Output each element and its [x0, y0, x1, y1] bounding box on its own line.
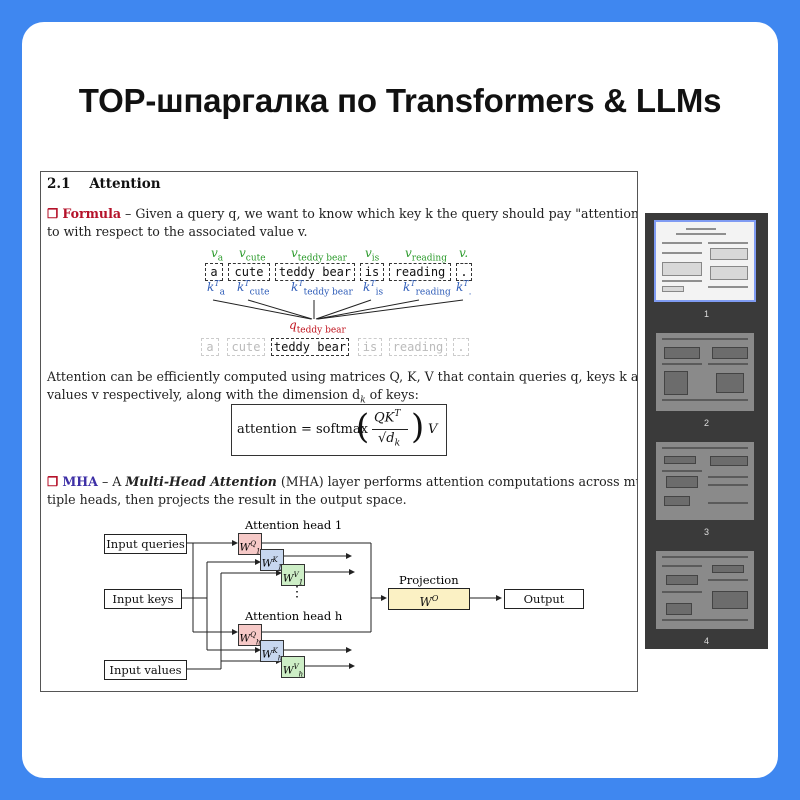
heads-ellipsis: ⋮	[290, 584, 304, 600]
input-values-box: Input values	[104, 660, 187, 680]
key-label: kTis	[363, 279, 384, 298]
token-box: a	[205, 263, 223, 281]
thumbnail-page-3[interactable]	[656, 442, 754, 520]
wq-head-h: WQh	[238, 624, 262, 647]
attention-paragraph: Attention can be efficiently computed us…	[47, 369, 638, 406]
query-token-box: cute	[227, 338, 265, 356]
section-number: 2.1	[47, 176, 71, 192]
token-box: cute	[228, 263, 270, 281]
attention-lines	[212, 299, 464, 320]
projection-label: Projection	[399, 573, 459, 587]
thumbnail-pane[interactable]: 1 2 3 4	[645, 213, 768, 649]
formula-text-line1: – Given a query q, we want to know which…	[121, 206, 638, 221]
thumbnail-page-2[interactable]	[656, 333, 754, 411]
key-label: kT.	[456, 279, 472, 298]
fraction-bar	[372, 429, 408, 430]
thumbnail-number: 4	[703, 636, 709, 646]
page-headline: TOP-шпаргалка по Transformers & LLMs	[78, 82, 722, 119]
token-box: reading	[389, 263, 451, 281]
wk-head-h: WKh	[260, 640, 284, 663]
attention-head-h-label: Attention head h	[245, 609, 343, 623]
output-box: Output	[504, 589, 584, 609]
section-heading: 2.1 Attention	[47, 176, 161, 192]
document-page: 2.1 Attention ❐ Formula – Given a query …	[40, 171, 638, 692]
query-token-box: teddy bear	[271, 338, 349, 356]
key-label: kTreading	[403, 279, 451, 298]
attention-head-1-label: Attention head 1	[245, 518, 343, 532]
wk-head-1: WK1	[260, 549, 284, 572]
key-label: kTcute	[237, 279, 270, 298]
thumbnail-page-4[interactable]	[656, 551, 754, 629]
thumbnail-number: 3	[703, 527, 709, 537]
value-label: vcute	[239, 246, 266, 264]
value-label: vis	[365, 246, 380, 264]
formula-paragraph: ❐ Formula – Given a query q, we want to …	[47, 205, 638, 241]
projection-box: WO	[388, 588, 470, 610]
value-label: v.	[459, 246, 469, 260]
wv-head-h: WVh	[281, 656, 305, 679]
input-keys-box: Input keys	[104, 589, 182, 609]
thumbnail-number: 2	[703, 418, 709, 428]
query-label: qteddy bear	[289, 318, 346, 336]
token-box: teddy bear	[275, 263, 355, 281]
mha-paragraph: ❐ MHA – A Multi-Head Attention (MHA) lay…	[47, 474, 638, 507]
query-token-box: reading	[389, 338, 447, 356]
token-box: .	[456, 263, 472, 281]
attention-formula: attention = softmax ( QKT √dk ) V	[231, 404, 447, 456]
mha-label: MHA	[62, 474, 98, 489]
thumbnail-page-1[interactable]	[654, 220, 756, 302]
token-box: is	[360, 263, 384, 281]
value-label: vteddy bear	[291, 246, 347, 264]
query-token-box: .	[453, 338, 469, 356]
key-label: kTteddy bear	[291, 279, 353, 298]
checkbox-icon: ❐	[47, 474, 59, 489]
section-title: Attention	[89, 176, 161, 192]
value-label: va	[211, 246, 224, 264]
key-label: kTa	[207, 279, 225, 298]
wq-head-1: WQ1	[238, 533, 262, 556]
formula-denominator: √dk	[378, 431, 401, 449]
thumbnail-number: 1	[703, 309, 709, 319]
formula-lhs: attention = softmax	[237, 422, 368, 437]
formula-label: Formula	[62, 206, 122, 221]
query-token-box: a	[201, 338, 219, 356]
formula-numerator: QKT	[374, 409, 401, 426]
right-paren: )	[411, 407, 425, 447]
value-label: vreading	[405, 246, 447, 264]
formula-text-line2: to with respect to the associated value …	[47, 224, 308, 239]
query-token-box: is	[358, 338, 382, 356]
checkbox-icon: ❐	[47, 206, 59, 221]
wv-head-1: WV1	[281, 564, 305, 587]
input-queries-box: Input queries	[104, 534, 187, 554]
formula-rhs: V	[428, 422, 438, 437]
left-paren: (	[356, 407, 370, 447]
mha-connections	[181, 540, 502, 670]
